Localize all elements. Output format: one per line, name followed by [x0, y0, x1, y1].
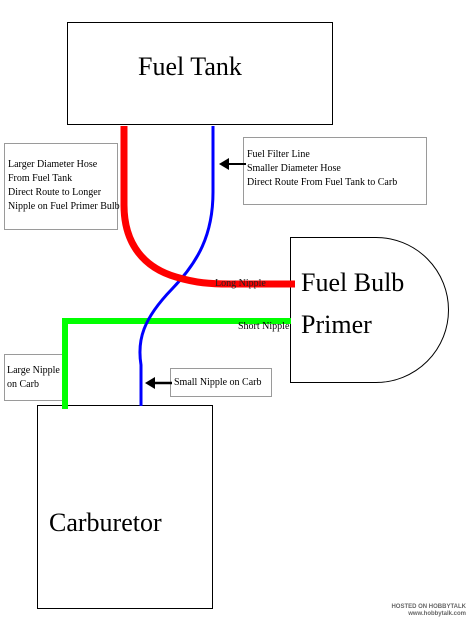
- filter-line-note-box: [243, 137, 427, 205]
- fuel-bulb-primer-shape: [290, 237, 449, 383]
- return-hose-note-box: [4, 143, 118, 230]
- carburetor-box: [37, 405, 213, 609]
- green-hose: [62, 318, 291, 409]
- fuel-bulb-label-line1: Fuel Bulb: [301, 268, 405, 297]
- filter-line-note: Fuel Filter Line Smaller Diameter Hose D…: [247, 149, 398, 188]
- short-nipple-label: Short Nipple: [238, 321, 290, 332]
- small-nipple-note-box: [170, 368, 272, 397]
- long-nipple-label: Long Nipple: [215, 278, 266, 289]
- carburetor-label: Carburetor: [49, 508, 162, 537]
- fuel-tank-box: [67, 22, 333, 125]
- small-nipple-note: Small Nipple on Carb: [174, 377, 262, 388]
- blue-hose: [138, 126, 215, 406]
- fuel-bulb-label-line2: Primer: [301, 310, 372, 339]
- red-hose: [120, 126, 295, 288]
- watermark: HOSTED ON HOBBYTALK www.hobbytalk.com: [391, 604, 466, 617]
- large-nipple-note-box: [4, 354, 63, 401]
- large-nipple-note: Large Nipple on Carb: [7, 365, 60, 390]
- fuel-tank-label: Fuel Tank: [138, 52, 242, 81]
- filter-line-arrow: [219, 158, 246, 170]
- small-nipple-arrow: [145, 377, 172, 389]
- return-hose-note: Larger Diameter Hose From Fuel Tank Dire…: [8, 159, 120, 212]
